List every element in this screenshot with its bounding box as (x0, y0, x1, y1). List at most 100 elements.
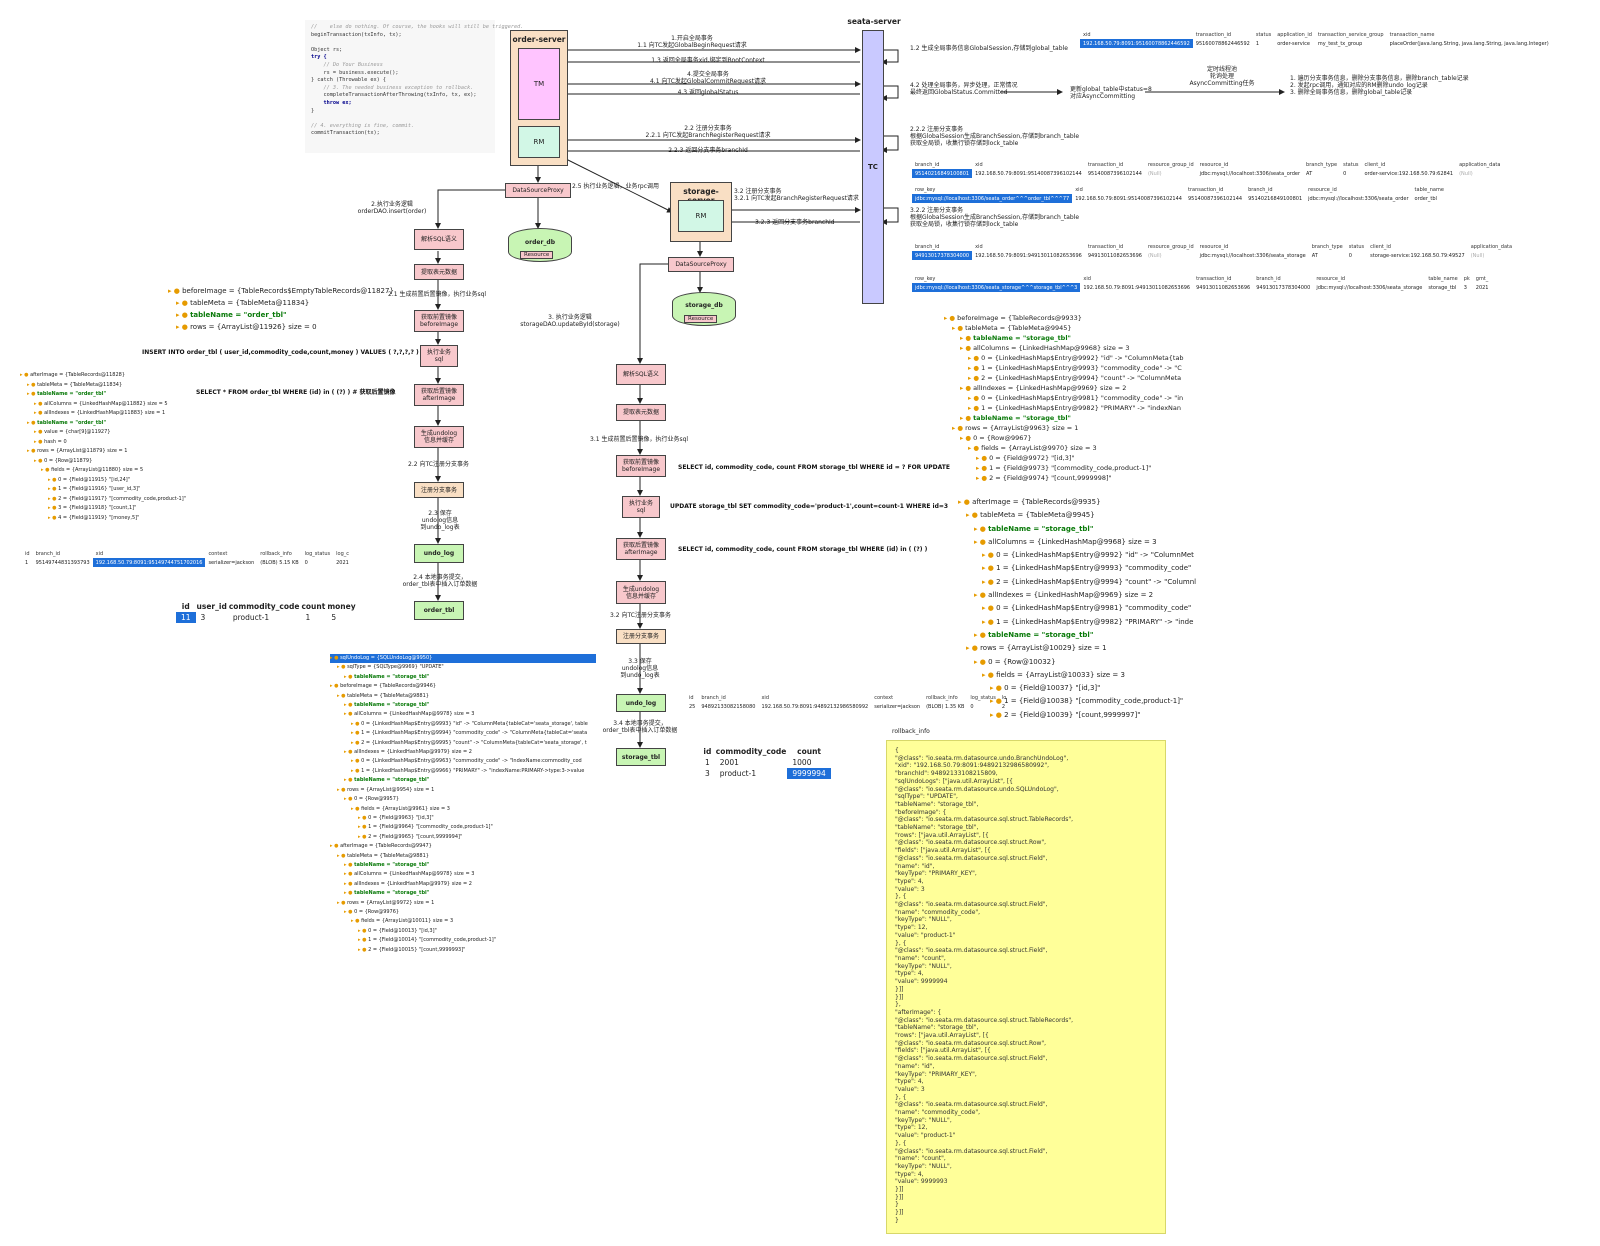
tree-node[interactable]: ▸ ● beforeImage = {TableRecords$EmptyTab… (168, 285, 394, 297)
tree-node[interactable]: ▸ ● tableMeta = {TableMeta@9881} (330, 852, 596, 861)
table-row[interactable]: jdbc:mysql://localhost:3306/seata_storag… (912, 283, 1492, 292)
tree-node[interactable]: ▸ ● tableName = "storage_tbl" (958, 523, 1218, 536)
tree-node[interactable]: ▸ ● rows = {ArrayList@9972} size = 1 (330, 899, 596, 908)
tree-node[interactable]: ▸ ● value = {char[9]@11927} (20, 428, 186, 438)
tree-node[interactable]: ▸ ● tableName = "order_tbl" (20, 390, 186, 400)
tree-node[interactable]: ▸ ● 2 = {Field@11917} "[commodity_code,p… (20, 495, 186, 505)
tree-node[interactable]: ▸ ● 1 = {LinkedHashMap$Entry@9966} "PRIM… (330, 767, 596, 776)
tree-node[interactable]: ▸ ● 1 = {LinkedHashMap$Entry@9982} "PRIM… (958, 616, 1218, 629)
tree-node[interactable]: ▸ ● tableName = "storage_tbl" (944, 413, 1234, 423)
tree-node[interactable]: ▸ ● 1 = {Field@11916} "[user_id,3]" (20, 485, 186, 495)
tree-node[interactable]: ▸ ● tableMeta = {TableMeta@9945} (944, 323, 1234, 333)
tree-node[interactable]: ▸ ● 0 = {Row@9967} (944, 433, 1234, 443)
tree-node[interactable]: ▸ ● allColumns = {LinkedHashMap@9968} si… (958, 536, 1218, 549)
tree-node[interactable]: ▸ ● tableName = "order_tbl" (168, 309, 394, 321)
tree-node[interactable]: ▸ ● allIndexes = {LinkedHashMap@9969} si… (944, 383, 1234, 393)
tree-node[interactable]: ▸ ● tableName = "storage_tbl" (330, 776, 596, 785)
tree-node[interactable]: ▸ ● 2 = {LinkedHashMap$Entry@9994} "coun… (958, 576, 1218, 589)
tree-node[interactable]: ▸ ● 2 = {Field@9965} "[count,9999994]" (330, 833, 596, 842)
tree-node[interactable]: ▸ ● tableName = "order_tbl" (20, 419, 186, 429)
tree-node[interactable]: ▸ ● allIndexes = {LinkedHashMap@11883} s… (20, 409, 186, 419)
tree-node[interactable]: ▸ ● fields = {ArrayList@10033} size = 3 (958, 669, 1218, 682)
tree-node[interactable]: ▸ ● sqlUndoLog = {SQLUndoLog@9950} (330, 654, 596, 664)
tree-node[interactable]: ▸ ● 1 = {Field@9964} "[commodity_code,pr… (330, 823, 596, 832)
tree-node[interactable]: ▸ ● 0 = {Field@10013} "[id,3]" (330, 927, 596, 936)
tree-node[interactable]: ▸ ● 0 = {Row@11879} (20, 457, 186, 467)
tree-node[interactable]: ▸ ● fields = {ArrayList@10011} size = 3 (330, 917, 596, 926)
tree-node[interactable]: ▸ ● 1 = {LinkedHashMap$Entry@9982} "PRIM… (944, 403, 1234, 413)
tree-node[interactable]: ▸ ● 2 = {LinkedHashMap$Entry@9994} "coun… (944, 373, 1234, 383)
tree-node[interactable]: ▸ ● tableName = "storage_tbl" (330, 673, 596, 682)
tree-node[interactable]: ▸ ● 0 = {Field@10037} "[id,3]" (958, 682, 1218, 695)
tree-node[interactable]: ▸ ● 0 = {Field@11915} "[id,24]" (20, 476, 186, 486)
json-line: "rows": ["java.util.ArrayList", [{ (895, 1032, 989, 1040)
tree-node[interactable]: ▸ ● tableName = "storage_tbl" (944, 333, 1234, 343)
tree-node[interactable]: ▸ ● tableMeta = {TableMeta@9881} (330, 692, 596, 701)
tree-node[interactable]: ▸ ● 1 = {Field@10014} "[commodity_code,p… (330, 936, 596, 945)
tree-node[interactable]: ▸ ● fields = {ArrayList@9961} size = 3 (330, 805, 596, 814)
tree-node[interactable]: ▸ ● sqlType = {SQLType@9969} "UPDATE" (330, 663, 596, 672)
tree-node[interactable]: ▸ ● 2 = {Field@10015} "[count,9999993]" (330, 946, 596, 955)
tree-node-label: 1 = {Field@11916} "[user_id,3]" (58, 486, 141, 492)
tree-node[interactable]: ▸ ● 2 = {Field@10039} "[count,9999997]" (958, 709, 1218, 722)
tree-node[interactable]: ▸ ● 2 = {Field@9974} "[count,9999998]" (944, 473, 1234, 483)
tree-node[interactable]: ▸ ● tableName = "storage_tbl" (958, 629, 1218, 642)
tree-node[interactable]: ▸ ● fields = {ArrayList@11880} size = 5 (20, 466, 186, 476)
tree-node[interactable]: ▸ ● 0 = {LinkedHashMap$Entry@9963} "comm… (330, 757, 596, 766)
tree-node[interactable]: ▸ ● 0 = {LinkedHashMap$Entry@9981} "comm… (944, 393, 1234, 403)
tree-node[interactable]: ▸ ● rows = {ArrayList@9963} size = 1 (944, 423, 1234, 433)
tree-node[interactable]: ▸ ● allIndexes = {LinkedHashMap@9979} si… (330, 748, 596, 757)
tree-node[interactable]: ▸ ● tableName = "storage_tbl" (330, 861, 596, 870)
tree-node-label: tableMeta = {TableMeta@9945} (965, 324, 1072, 332)
tree-node[interactable]: ▸ ● tableMeta = {TableMeta@9945} (958, 509, 1218, 522)
tree-node[interactable]: ▸ ● 1 = {LinkedHashMap$Entry@9994} "comm… (330, 729, 596, 738)
tree-node[interactable]: ▸ ● beforeImage = {TableRecords@9933} (944, 313, 1234, 323)
table-cell: (BLOB) 1.35 KB (926, 703, 965, 710)
tree-node[interactable]: ▸ ● allColumns = {LinkedHashMap@9978} si… (330, 710, 596, 719)
tree-node[interactable]: ▸ ● 0 = {LinkedHashMap$Entry@9992} "id" … (958, 549, 1218, 562)
tree-node[interactable]: ▸ ● afterImage = {TableRecords@11828} (20, 371, 186, 381)
tree-node[interactable]: ▸ ● hash = 0 (20, 438, 186, 448)
tree-node[interactable]: ▸ ● 0 = {Row@9957} (330, 795, 596, 804)
tree-node[interactable]: ▸ ● tableMeta = {TableMeta@11834} (168, 297, 394, 309)
tree-node[interactable]: ▸ ● 0 = {LinkedHashMap$Entry@9981} "comm… (958, 602, 1218, 615)
tree-node[interactable]: ▸ ● 4 = {Field@11919} "[money,5]" (20, 514, 186, 524)
tree-node[interactable]: ▸ ● 0 = {Row@10032} (958, 656, 1218, 669)
tree-node[interactable]: ▸ ● tableName = "storage_tbl" (330, 889, 596, 898)
tree-node[interactable]: ▸ ● 1 = {Field@10038} "[commodity_code,p… (958, 695, 1218, 708)
tree-node[interactable]: ▸ ● afterImage = {TableRecords@9935} (958, 496, 1218, 509)
tree-node[interactable]: ▸ ● rows = {ArrayList@11879} size = 1 (20, 447, 186, 457)
tree-node[interactable]: ▸ ● 3 = {Field@11918} "[count,1]" (20, 504, 186, 514)
tree-node[interactable]: ▸ ● 1 = {Field@9973} "[commodity_code,pr… (944, 463, 1234, 473)
tree-node[interactable]: ▸ ● allColumns = {LinkedHashMap@9978} si… (330, 870, 596, 879)
tree-node[interactable]: ▸ ● 0 = {Row@9976} (330, 908, 596, 917)
tree-node[interactable]: ▸ ● rows = {ArrayList@9954} size = 1 (330, 786, 596, 795)
tree-node[interactable]: ▸ ● beforeImage = {TableRecords@9946} (330, 682, 596, 691)
tree-node[interactable]: ▸ ● rows = {ArrayList@10029} size = 1 (958, 642, 1218, 655)
tree-node[interactable]: ▸ ● 1 = {LinkedHashMap$Entry@9993} "comm… (944, 363, 1234, 373)
tree-node[interactable]: ▸ ● allColumns = {LinkedHashMap@9968} si… (944, 343, 1234, 353)
tree-node[interactable]: ▸ ● tableMeta = {TableMeta@11834} (20, 381, 186, 391)
tree-node[interactable]: ▸ ● allIndexes = {LinkedHashMap@9979} si… (330, 880, 596, 889)
tree-node[interactable]: ▸ ● fields = {ArrayList@9970} size = 3 (944, 443, 1234, 453)
tree-node[interactable]: ▸ ● tableName = "storage_tbl" (330, 701, 596, 710)
tree-node[interactable]: ▸ ● 0 = {Field@9972} "[id,3]" (944, 453, 1234, 463)
tree-node[interactable]: ▸ ● rows = {ArrayList@11926} size = 0 (168, 321, 394, 333)
tree-node[interactable]: ▸ ● 0 = {Field@9963} "[id,3]" (330, 814, 596, 823)
tree-node[interactable]: ▸ ● allIndexes = {LinkedHashMap@9969} si… (958, 589, 1218, 602)
table-row[interactable]: jdbc:mysql://localhost:3306/seata_order^… (912, 194, 1447, 203)
tree-node[interactable]: ▸ ● 0 = {LinkedHashMap$Entry@9993} "id" … (330, 720, 596, 729)
tree-node[interactable]: ▸ ● allColumns = {LinkedHashMap@11882} s… (20, 400, 186, 410)
tree-node[interactable]: ▸ ● 1 = {LinkedHashMap$Entry@9993} "comm… (958, 562, 1218, 575)
tree-node[interactable]: ▸ ● 0 = {LinkedHashMap$Entry@9992} "id" … (944, 353, 1234, 363)
tree-node[interactable]: ▸ ● afterImage = {TableRecords@9947} (330, 842, 596, 851)
tree-node[interactable]: ▸ ● 2 = {LinkedHashMap$Entry@9995} "coun… (330, 739, 596, 748)
